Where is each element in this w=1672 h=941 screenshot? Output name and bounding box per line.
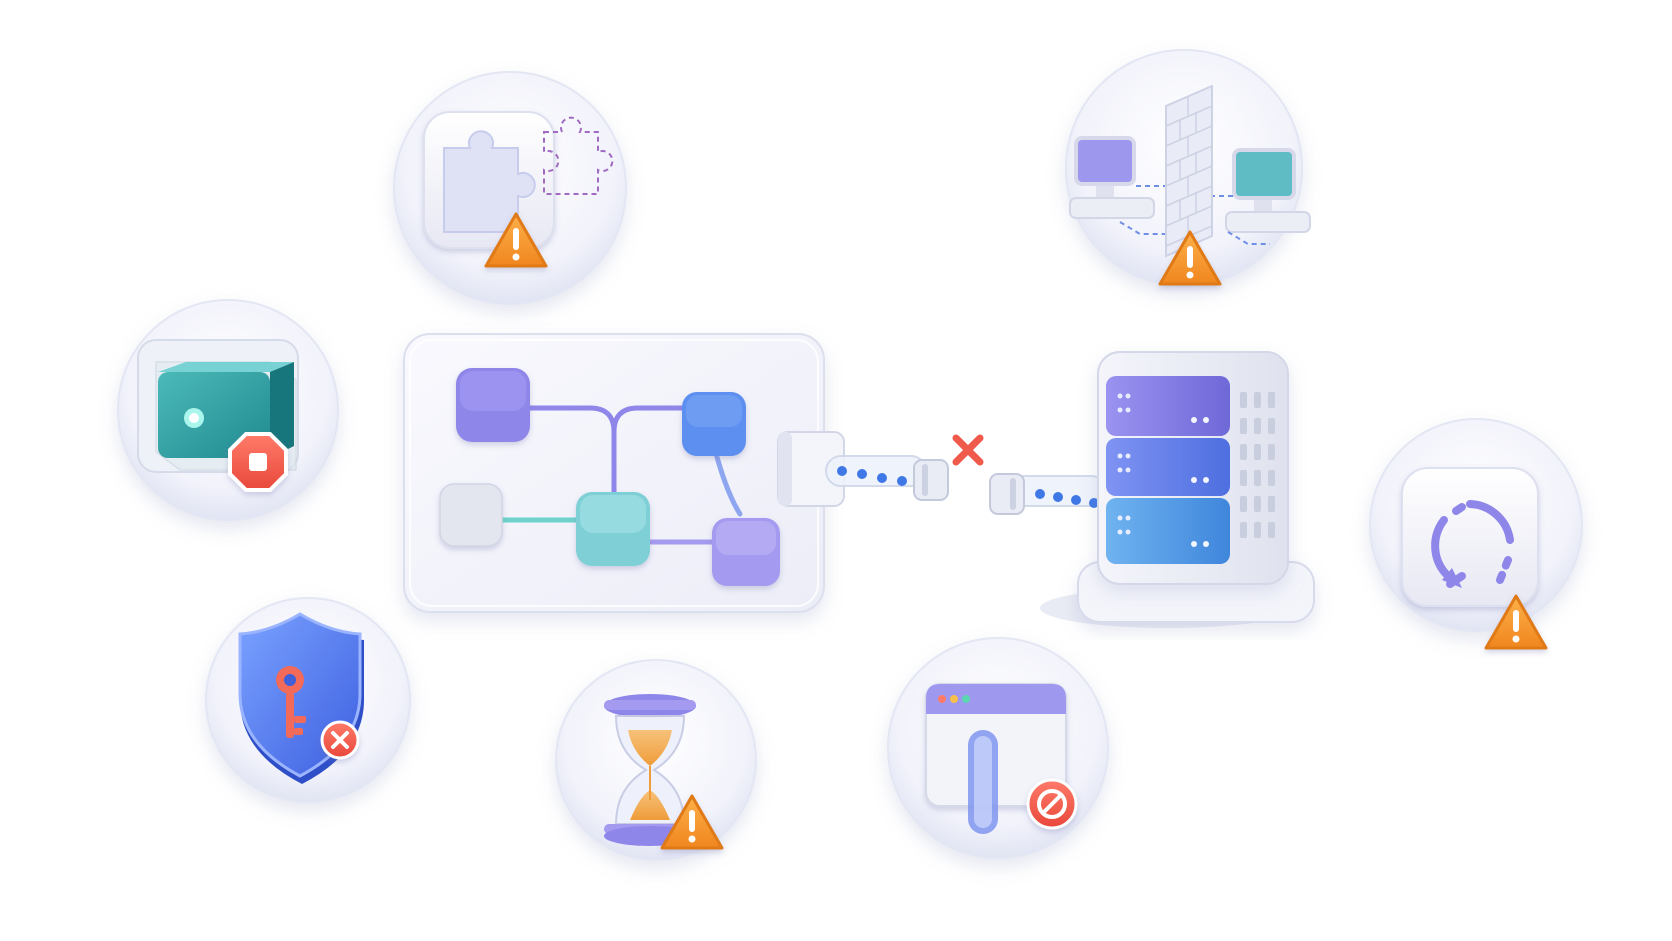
issue-missing-plugin [393, 71, 627, 305]
server-vents [1240, 392, 1275, 538]
x-circle-icon [320, 720, 360, 760]
broken-link-x-icon [952, 434, 984, 466]
prohibited-icon [1026, 778, 1078, 830]
warning-triangle-icon [484, 212, 548, 268]
puzzle-piece-icon [443, 116, 614, 233]
server-unit [1106, 376, 1230, 436]
issue-auth-failure [205, 597, 411, 803]
firewall-icon [1165, 84, 1213, 258]
hourglass-icon [604, 694, 696, 846]
workflow-panel [403, 333, 845, 613]
workflow-node [712, 518, 780, 586]
server-unit [1106, 438, 1230, 496]
server-rack-icon [1040, 351, 1315, 628]
computer-icon [1225, 148, 1311, 233]
cable-left [825, 455, 949, 501]
issue-blocked-window [887, 637, 1109, 859]
computer-icon [1069, 136, 1155, 219]
warning-triangle-icon [1484, 594, 1548, 650]
stop-octagon-icon [228, 432, 288, 492]
refresh-arrowhead [1442, 568, 1462, 588]
issue-firewall-block [1065, 49, 1311, 287]
issue-timeout [555, 659, 757, 861]
blocked-links [1119, 185, 1270, 245]
cable-right [989, 473, 1107, 515]
browser-window-icon [925, 683, 1067, 834]
issue-sync-loop [1369, 418, 1583, 650]
warning-triangle-icon [660, 794, 724, 850]
issue-container-stopped [117, 299, 339, 521]
workflow-node [456, 368, 530, 442]
warning-triangle-icon [1158, 230, 1222, 286]
workflow-node [682, 392, 746, 456]
server-unit [1106, 498, 1230, 564]
workflow-node [576, 492, 650, 566]
broken-connection [825, 434, 1107, 515]
workflow-node [439, 483, 503, 547]
